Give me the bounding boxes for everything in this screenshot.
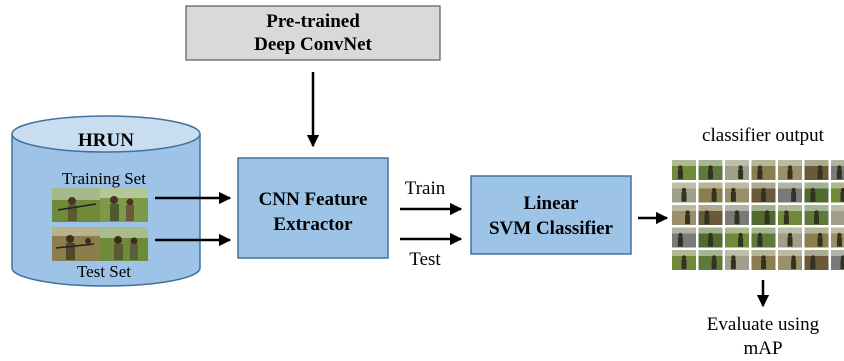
cnn-feature-extractor-box: CNN Feature Extractor — [237, 157, 389, 259]
test-photo-2 — [100, 227, 148, 261]
evaluation-line2: mAP — [743, 338, 782, 359]
training-set-label: Training Set — [62, 169, 146, 188]
output-thumbnail — [831, 160, 844, 180]
classifier-output-title: classifier output — [702, 125, 825, 146]
output-thumbnail — [804, 250, 829, 270]
output-thumbnail — [831, 205, 844, 225]
hrun-dataset-cylinder: HRUN Training Set Test Set — [11, 115, 201, 287]
output-thumbnail — [672, 227, 696, 248]
train-edge-label: Train — [405, 178, 446, 199]
dataset-name: HRUN — [78, 130, 134, 151]
output-thumbnail — [698, 160, 723, 180]
output-thumbnail — [698, 250, 723, 270]
pretrained-convnet-box: Pre-trained Deep ConvNet — [185, 5, 441, 61]
output-thumbnail — [778, 182, 802, 203]
training-photo-1 — [52, 188, 100, 222]
output-thumbnail — [751, 227, 776, 248]
output-thumbnail — [698, 205, 723, 225]
output-thumbnail — [778, 227, 802, 248]
linear-svm-classifier-box: Linear SVM Classifier — [470, 175, 632, 255]
test-edge-label: Test — [409, 249, 441, 270]
output-thumbnail — [672, 160, 696, 180]
output-thumbnail — [778, 250, 802, 270]
output-thumbnail — [751, 160, 776, 180]
evaluation-line1: Evaluate using — [707, 314, 820, 335]
output-thumbnail — [725, 205, 749, 225]
output-thumbnail — [725, 160, 749, 180]
output-thumbnail — [831, 227, 844, 248]
output-thumbnail — [804, 160, 829, 180]
classifier-output-grid — [672, 160, 844, 270]
pretrained-line2: Deep ConvNet — [254, 34, 372, 55]
output-thumbnail — [698, 227, 723, 248]
output-thumbnail — [725, 182, 749, 203]
output-thumbnail — [831, 250, 844, 270]
output-thumbnail — [778, 205, 802, 225]
pretrained-line1: Pre-trained — [266, 11, 360, 32]
output-thumbnail — [725, 227, 749, 248]
output-thumbnail — [751, 250, 776, 270]
test-photo-1 — [52, 227, 100, 261]
output-thumbnail — [831, 182, 844, 203]
output-thumbnail — [778, 160, 802, 180]
training-photo-2 — [100, 188, 148, 222]
output-thumbnail — [804, 205, 829, 225]
test-set-label: Test Set — [77, 262, 131, 281]
output-thumbnail — [698, 182, 723, 203]
output-thumbnail — [725, 250, 749, 270]
extractor-line2: Extractor — [273, 214, 353, 235]
classifier-line1: Linear — [524, 193, 579, 214]
output-thumbnail — [672, 182, 696, 203]
extractor-line1: CNN Feature — [259, 189, 368, 210]
output-thumbnail — [751, 182, 776, 203]
output-thumbnail — [804, 227, 829, 248]
output-thumbnail — [804, 182, 829, 203]
classifier-line2: SVM Classifier — [489, 218, 614, 239]
output-thumbnail — [751, 205, 776, 225]
output-thumbnail — [672, 250, 696, 270]
output-thumbnail — [672, 205, 696, 225]
